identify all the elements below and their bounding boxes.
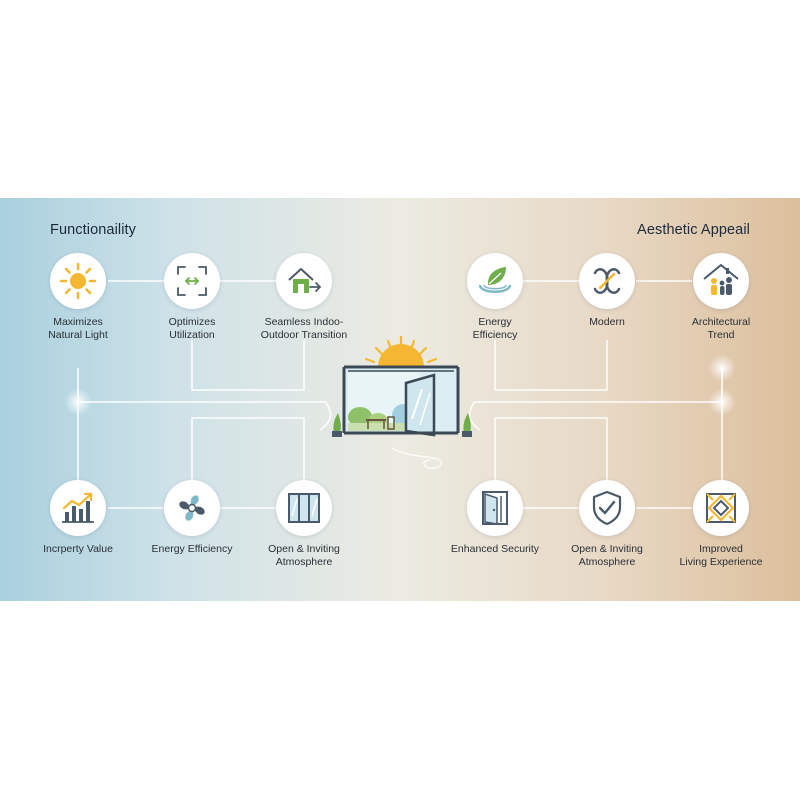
label-line: Maximizes (53, 316, 103, 328)
label-line: Efficiency (472, 328, 518, 341)
node-open-inviting-left: Open & Inviting Atmosphere (244, 480, 364, 590)
diamond-frame-icon (706, 493, 736, 523)
label-line: Incrperty Value (43, 543, 113, 555)
label-line: Seamless Indoo- (264, 316, 344, 328)
label-line: Enhanced Security (450, 543, 540, 555)
icon-circle (693, 253, 749, 309)
label-line: Architectural (691, 316, 751, 328)
icon-circle (276, 480, 332, 536)
icon-circle (467, 480, 523, 536)
icon-circle (579, 253, 635, 309)
label-line: Utilization (169, 328, 215, 341)
node-label: Open & Inviting Atmosphere (244, 543, 364, 568)
node-enhanced-security: Enhanced Security (435, 480, 555, 590)
label-line: Atmosphere (275, 555, 333, 568)
node-label: Seamless Indoo- Outdoor Transition (244, 316, 364, 341)
icon-circle (50, 480, 106, 536)
label-line: Open & Inviting (571, 543, 643, 555)
node-label: Incrperty Value (18, 543, 138, 556)
link-icon (593, 268, 621, 294)
node-label: Maximizes Natural Light (18, 316, 138, 341)
label-line: Energy Efficiency (151, 543, 233, 555)
label-line: Natural Light (48, 328, 108, 341)
label-line: Improved (699, 543, 743, 555)
label-line: Living Experience (679, 555, 763, 568)
node-label: Optimizes Utilization (132, 316, 252, 341)
label-line: Open & Inviting (268, 543, 340, 555)
icon-circle (467, 253, 523, 309)
node-label: Improved Living Experience (661, 543, 781, 568)
icon-circle (579, 480, 635, 536)
diagram-panel: Functionaility Aesthetic Appeail Maximiz… (0, 198, 800, 601)
bar-chart-icon (62, 492, 94, 523)
node-label: Enhanced Security (435, 543, 555, 556)
label-line: Optimizes (168, 316, 216, 328)
junction-glow (709, 389, 735, 415)
node-energy-efficiency-bottom: Energy Efficiency (132, 480, 252, 590)
label-line: Outdoor Transition (260, 328, 348, 341)
label-line: Trend (707, 328, 735, 341)
label-line: Atmosphere (578, 555, 636, 568)
door-icon (482, 491, 508, 525)
node-label: Open & Inviting Atmosphere (547, 543, 667, 568)
node-label: Energy Efficiency (132, 543, 252, 556)
node-optimizes-utilization: Optimizes Utilization (132, 253, 252, 363)
sliding-door-patio-icon (332, 335, 472, 437)
node-open-inviting-right: Open & Inviting Atmosphere (547, 480, 667, 590)
icon-circle (164, 253, 220, 309)
node-architectural-trend: Architectural Trend (661, 253, 781, 363)
sliding-window-icon (288, 493, 320, 523)
node-maximizes-natural-light: Maximizes Natural Light (18, 253, 138, 363)
icon-circle (164, 480, 220, 536)
icon-circle (693, 480, 749, 536)
icon-circle (276, 253, 332, 309)
node-seamless-transition: Seamless Indoo- Outdoor Transition (244, 253, 364, 363)
node-label: Architectural Trend (661, 316, 781, 341)
node-label: Modern (547, 316, 667, 329)
house-arrow-icon (288, 268, 322, 293)
icon-circle (50, 253, 106, 309)
sun-icon (59, 262, 97, 300)
aesthetic-appeal-heading: Aesthetic Appeail (637, 222, 750, 238)
functionality-heading: Functionaility (50, 222, 137, 238)
node-label: Energy Efficiency (435, 316, 555, 341)
junction-glow (709, 355, 735, 381)
node-modern: Modern (547, 253, 667, 363)
leaf-icon (478, 267, 512, 293)
label-line: Energy (478, 316, 512, 328)
node-property-value: Incrperty Value (18, 480, 138, 590)
junction-glow (65, 389, 91, 415)
shield-check-icon (592, 490, 622, 526)
node-improved-living: Improved Living Experience (661, 480, 781, 590)
node-energy-efficiency-top: Energy Efficiency (435, 253, 555, 363)
label-line: Modern (589, 316, 625, 328)
fan-icon (179, 495, 205, 521)
expand-arrows-icon (177, 266, 207, 296)
family-house-icon (703, 264, 739, 295)
